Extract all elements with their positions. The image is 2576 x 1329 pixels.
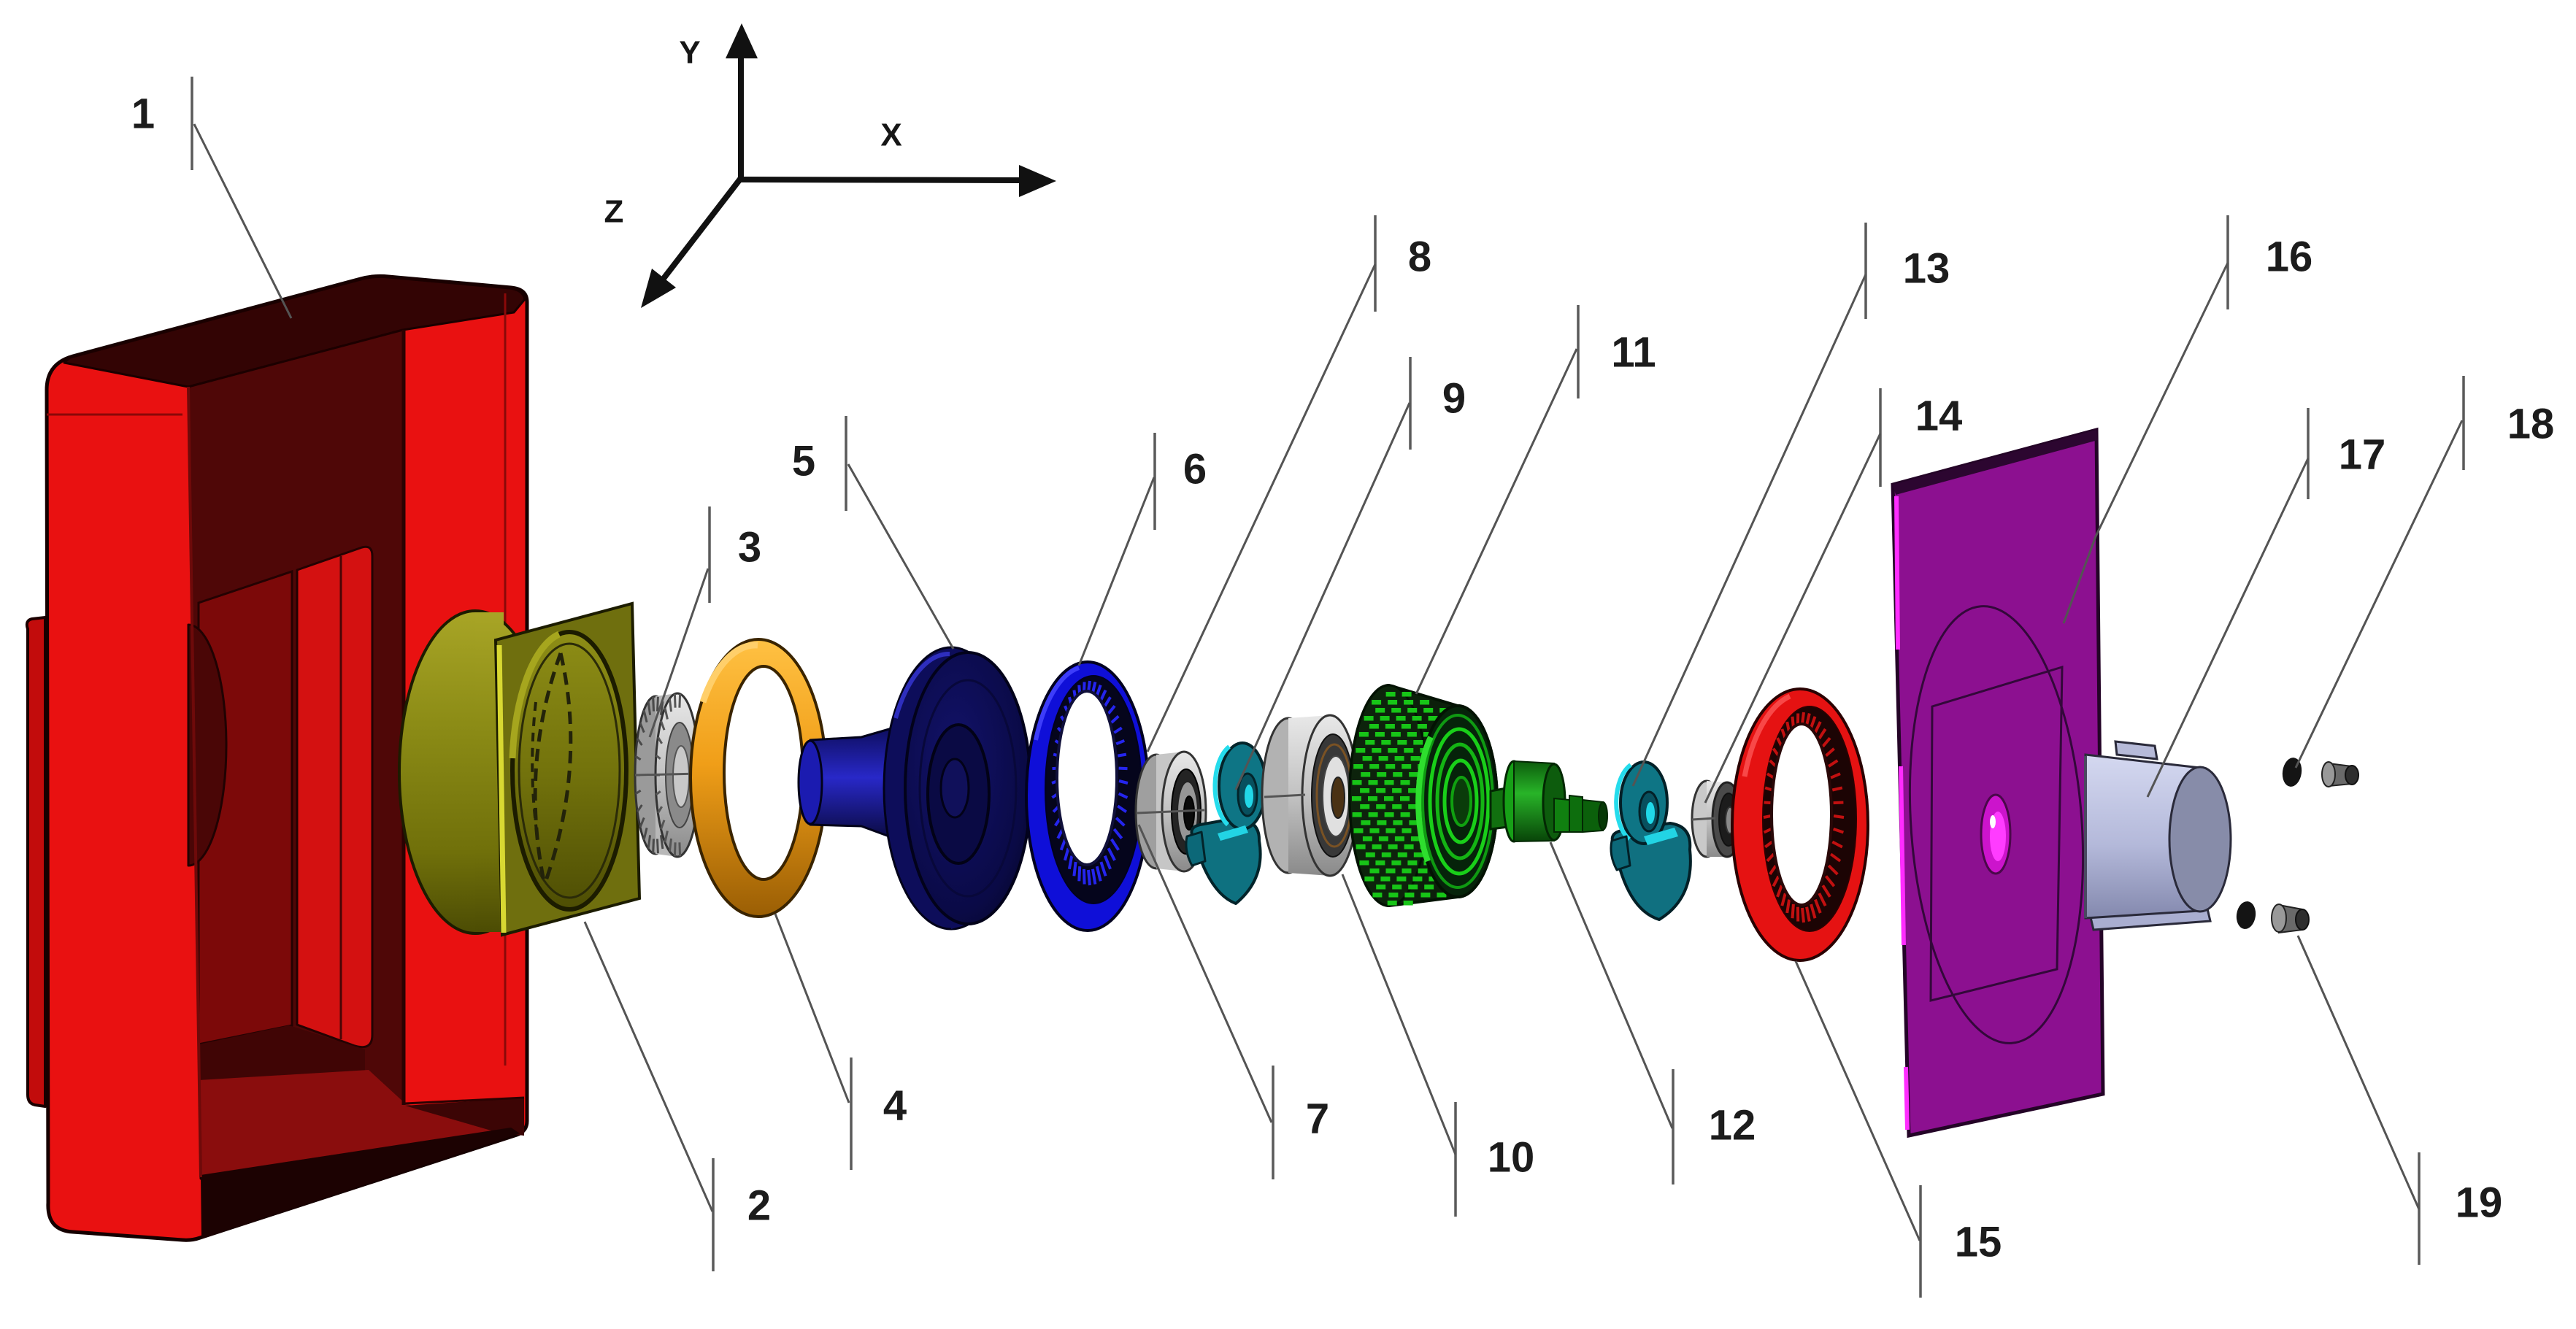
- svg-text:7: 7: [1306, 1095, 1329, 1143]
- svg-text:5: 5: [792, 438, 815, 485]
- svg-text:1: 1: [131, 90, 155, 138]
- svg-text:19: 19: [2456, 1179, 2503, 1227]
- svg-text:13: 13: [1903, 245, 1950, 293]
- svg-text:4: 4: [883, 1082, 907, 1130]
- svg-text:14: 14: [1915, 393, 1963, 440]
- svg-text:17: 17: [2339, 431, 2386, 479]
- svg-text:12: 12: [1709, 1102, 1756, 1149]
- svg-text:8: 8: [1408, 234, 1431, 281]
- svg-text:11: 11: [1611, 329, 1656, 377]
- svg-text:18: 18: [2507, 401, 2555, 448]
- svg-text:16: 16: [2266, 234, 2313, 281]
- svg-text:X: X: [880, 118, 901, 153]
- svg-text:6: 6: [1183, 446, 1207, 493]
- svg-text:Z: Z: [604, 194, 624, 230]
- svg-text:Y: Y: [679, 35, 700, 71]
- svg-text:15: 15: [1955, 1219, 2002, 1266]
- svg-text:9: 9: [1442, 375, 1466, 423]
- svg-text:3: 3: [738, 524, 761, 571]
- svg-text:2: 2: [747, 1182, 771, 1230]
- svg-text:10: 10: [1488, 1134, 1535, 1182]
